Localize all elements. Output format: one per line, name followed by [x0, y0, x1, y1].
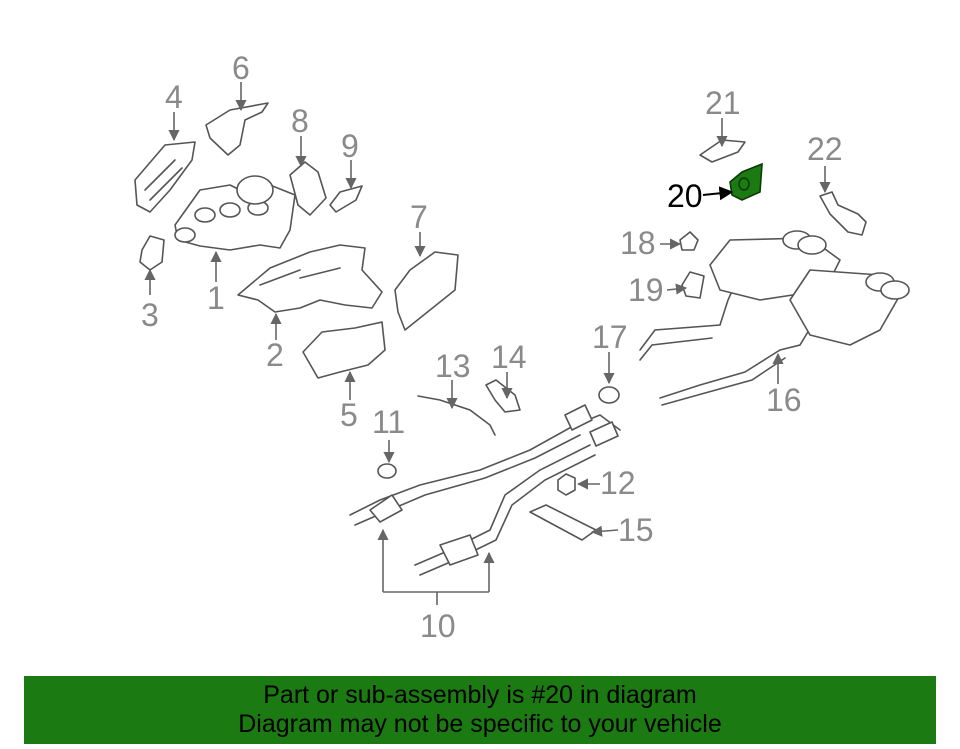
- part-22-hanger: [819, 191, 867, 236]
- callout-labels: 1 2 3 4 5 6 7 8 9 10 11 12 13 14 15 16 1…: [141, 50, 843, 644]
- callout-6: 6: [232, 50, 250, 86]
- callout-16: 16: [766, 382, 802, 418]
- callout-19: 19: [628, 272, 664, 308]
- part-5-heat-shield: [302, 321, 386, 379]
- part-2-exhaust-manifold: [237, 244, 383, 313]
- part-20-bracket-highlighted: [729, 162, 763, 201]
- callout-22: 22: [807, 131, 843, 167]
- callout-8: 8: [291, 103, 309, 139]
- callout-5: 5: [340, 397, 358, 433]
- callout-2: 2: [266, 337, 284, 373]
- part-8-bracket: [289, 161, 327, 216]
- callout-1: 1: [207, 280, 225, 316]
- part-12-nut: [557, 473, 576, 496]
- part-3-gasket: [139, 235, 165, 271]
- callout-9: 9: [341, 128, 359, 164]
- callout-4: 4: [165, 79, 183, 115]
- part-17-clamp: [598, 386, 620, 404]
- callout-18: 18: [620, 225, 656, 261]
- callout-12: 12: [600, 465, 636, 501]
- callout-14: 14: [491, 339, 527, 375]
- info-banner: Part or sub-assembly is #20 in diagram D…: [24, 676, 936, 744]
- callout-15: 15: [618, 512, 654, 548]
- banner-line-disclaimer: Diagram may not be specific to your vehi…: [238, 710, 722, 738]
- part-1-exhaust-manifold: [174, 175, 296, 251]
- part-9-gasket: [329, 185, 363, 213]
- part-16-rear-muffler-assembly: [639, 230, 910, 406]
- callout-10: 10: [420, 608, 456, 644]
- part-15-heat-shield: [529, 504, 597, 541]
- part-19-mount: [681, 271, 705, 299]
- callout-11: 11: [372, 404, 405, 440]
- part-7-heat-shield: [394, 251, 459, 331]
- part-14-bracket: [485, 379, 521, 413]
- part-4-heat-shield: [134, 141, 196, 213]
- part-18-bracket: [679, 231, 699, 251]
- part-6-heat-shield: [205, 102, 269, 156]
- callout-13: 13: [435, 348, 471, 384]
- callout-17: 17: [592, 319, 628, 355]
- callout-7: 7: [410, 199, 428, 235]
- part-11-clamp: [377, 463, 397, 479]
- part-10-front-pipe: [349, 404, 621, 576]
- leader-lines: [144, 82, 831, 605]
- callout-3: 3: [141, 297, 159, 333]
- part-13-bracket: [417, 395, 496, 436]
- callout-21: 21: [705, 85, 741, 121]
- callout-20-highlighted: 20: [667, 178, 703, 214]
- banner-line-part-number: Part or sub-assembly is #20 in diagram: [263, 681, 697, 709]
- exhaust-parts-diagram: 1 2 3 4 5 6 7 8 9 10 11 12 13 14 15 16 1…: [134, 50, 910, 644]
